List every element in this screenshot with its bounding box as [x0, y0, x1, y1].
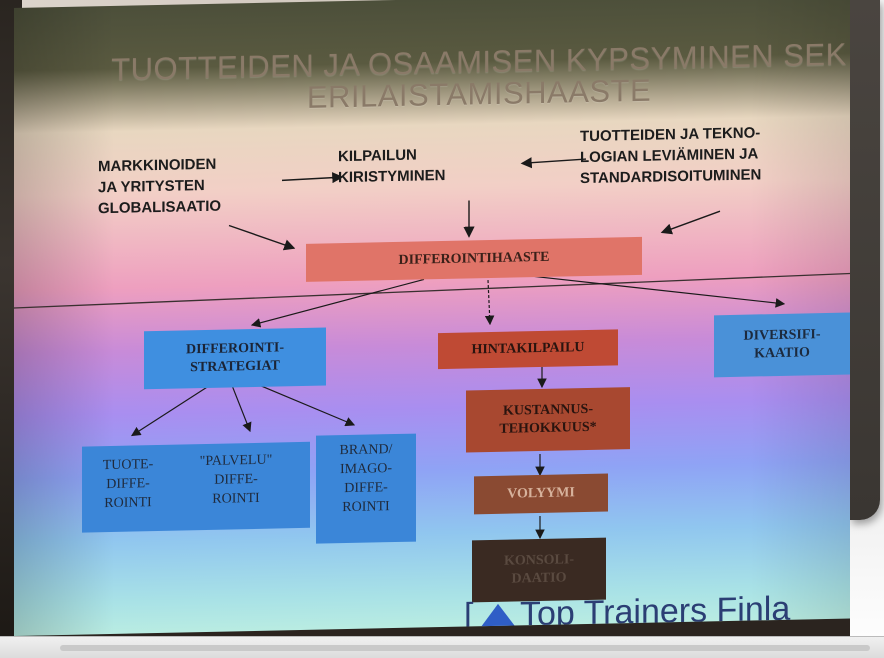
projected-slide: TUOTTEIDEN JA OSAAMISEN KYPSYMINEN SEK E…: [14, 0, 850, 637]
palvelu-differointi-label: "PALVELU" DIFFE- ROINTI: [199, 452, 273, 507]
arrow-haaste-to-diversifikaatio: [523, 274, 786, 308]
arrow-tuotteiden-to-differointihaaste: [660, 210, 721, 235]
brand-imago-differointi-label: BRAND/ IMAGO- DIFFE- ROINTI: [339, 442, 393, 516]
arrow-differointi-to-tuote: [130, 385, 210, 437]
screen-frame-right: [850, 0, 880, 520]
arrow-globalisaatio-to-kilpailu: [281, 172, 344, 184]
arrow-differointi-to-brand: [253, 382, 356, 427]
arrow-haaste-to-hintakilpailu: [484, 280, 495, 326]
differointihaaste-box: DIFFEROINTIHAASTE: [306, 236, 642, 282]
hintakilpailu-box: HINTAKILPAILU: [438, 329, 618, 370]
logo-text: Top Trainers Finla: [520, 589, 791, 634]
arrow-globalisaatio-to-differointihaaste: [228, 224, 296, 251]
driver-tuotteiden-levia: TUOTTEIDEN JA TEKNO- LOGIAN LEVIÄMINEN J…: [580, 124, 762, 188]
volyymi-box: VOLYYMI: [474, 473, 608, 515]
driver-kilpailu: KILPAILUN KIRISTYMINEN: [338, 146, 446, 187]
tuote-differointi-label: TUOTE- DIFFE- ROINTI: [102, 457, 154, 512]
arrow-haaste-to-differointi: [250, 278, 425, 328]
arrows-layer: [14, 157, 850, 540]
differointi-strategiat-box: DIFFEROINTI- STRATEGIAT: [144, 327, 326, 390]
arrow-tuotteiden-to-kilpailu: [520, 157, 587, 169]
arrow-differointi-to-palvelu: [231, 385, 252, 433]
logo-bracket: [: [464, 596, 474, 635]
kustannustehokkuus-box: KUSTANNUS- TEHOKKUUS*: [466, 387, 630, 453]
driver-globalisaatio: MARKKINOIDEN JA YRITYSTEN GLOBALISAATIO: [98, 155, 222, 218]
bottom-frame-groove: [60, 645, 870, 651]
horizontal-divider: [14, 272, 850, 309]
diversifikaatio-box: DIVERSIFI- KAATIO: [714, 312, 850, 378]
konsolidaatio-box: KONSOLI- DAATIO: [472, 537, 606, 603]
logo-triangle-icon: [480, 603, 516, 629]
